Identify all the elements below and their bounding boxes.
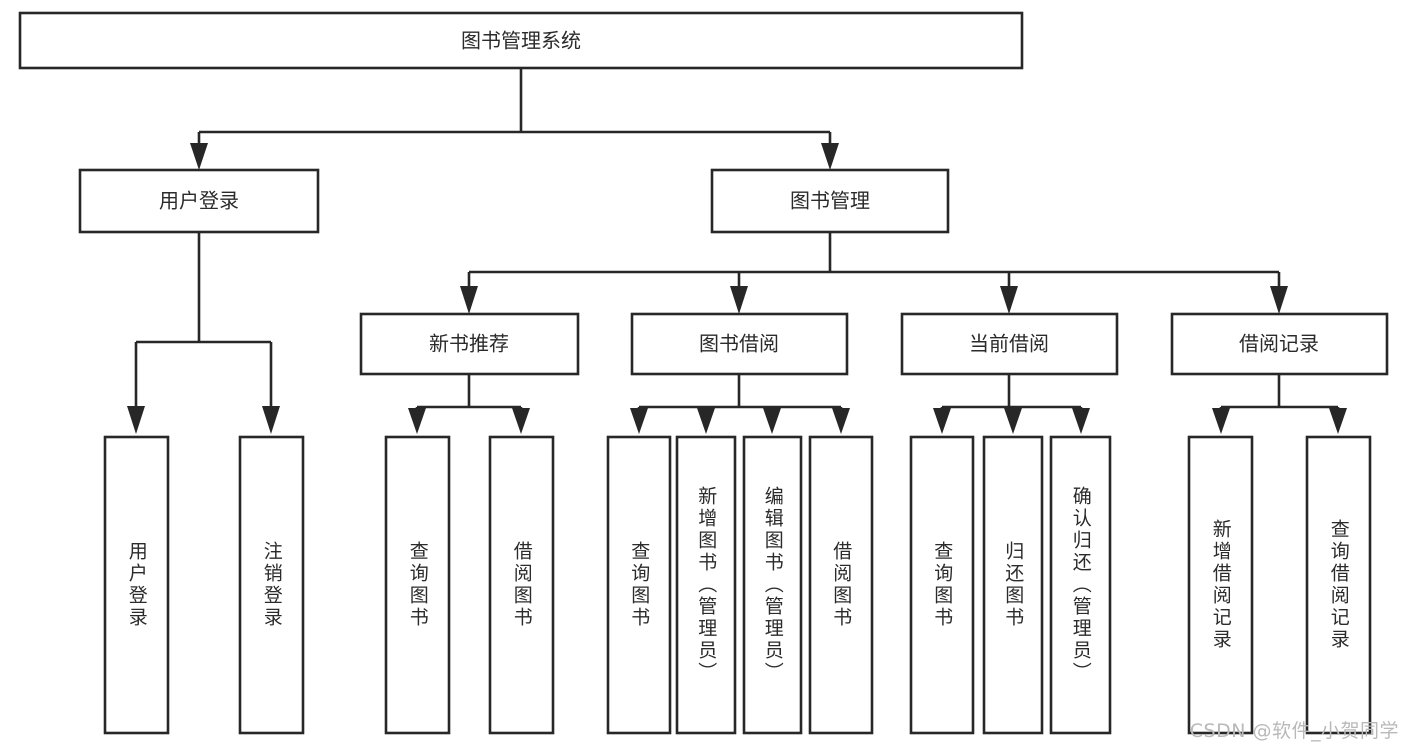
arrow-borrow-to-leaf-3: [832, 408, 850, 434]
node-book-mgmt-box[interactable]: [710, 168, 950, 234]
arrow-newbook-to-leaf-1: [512, 408, 530, 434]
arrow-book-mgmt-to-newbook: [460, 286, 478, 314]
node-book-mgmt[interactable]: 图书管理: [710, 168, 950, 234]
node-new-book-recommend[interactable]: 新书推荐: [359, 312, 580, 376]
leaf-box-return-book[interactable]: [982, 435, 1044, 735]
node-book-borrow-label: 图书借阅: [699, 332, 779, 356]
arrow-book-mgmt-to-record: [1270, 286, 1288, 314]
arrow-book-mgmt-to-borrow: [730, 286, 748, 314]
arrow-current-to-leaf-2: [1072, 408, 1090, 434]
leaf-box-borrow-book-1[interactable]: [488, 435, 555, 735]
leaf-box-query-book-3[interactable]: [909, 435, 975, 735]
leaf-box-add-borrow-record[interactable]: [1187, 435, 1254, 735]
node-user-login-box[interactable]: [78, 168, 320, 234]
node-borrow-record-label: 借阅记录: [1239, 332, 1319, 356]
node-current-borrow-label: 当前借阅: [969, 332, 1049, 356]
leaf-box-logout[interactable]: [238, 435, 305, 735]
node-new-book-recommend-label: 新书推荐: [429, 332, 509, 356]
arrow-user-login-to-leaf-1: [262, 406, 280, 434]
leaf-boxes-layer: [103, 435, 1372, 735]
arrow-current-to-leaf-0: [933, 408, 951, 434]
node-current-borrow[interactable]: 当前借阅: [900, 312, 1119, 376]
node-user-login[interactable]: 用户登录: [78, 168, 320, 234]
node-current-borrow-box[interactable]: [900, 312, 1119, 376]
node-borrow-record-box[interactable]: [1170, 312, 1389, 376]
arrow-record-to-leaf-0: [1212, 408, 1230, 434]
node-root-label: 图书管理系统: [461, 29, 581, 53]
arrow-record-to-leaf-1: [1329, 408, 1347, 434]
arrow-current-to-leaf-1: [1004, 408, 1022, 434]
node-root[interactable]: 图书管理系统: [18, 11, 1024, 70]
leaf-box-user-login[interactable]: [103, 435, 170, 735]
node-book-mgmt-label: 图书管理: [790, 189, 870, 213]
leaf-box-edit-book[interactable]: [742, 435, 803, 735]
node-book-borrow-box[interactable]: [630, 312, 849, 376]
edges-layer: [127, 68, 1347, 434]
arrow-borrow-to-leaf-2: [763, 408, 781, 434]
arrow-newbook-to-leaf-0: [408, 408, 426, 434]
arrow-book-mgmt-to-current: [1000, 286, 1018, 314]
arrow-root-to-book-mgmt: [821, 143, 839, 170]
node-root-box[interactable]: [18, 11, 1024, 70]
node-borrow-record[interactable]: 借阅记录: [1170, 312, 1389, 376]
arrow-borrow-to-leaf-1: [697, 408, 715, 434]
arrow-user-login-to-leaf-0: [127, 406, 145, 434]
node-user-login-label: 用户登录: [159, 189, 239, 213]
leaf-box-query-borrow-record[interactable]: [1305, 435, 1372, 735]
leaf-box-confirm-return[interactable]: [1049, 435, 1112, 735]
nodes-layer: 图书管理系统 用户登录 图书管理 新书推荐 图书借阅: [18, 11, 1389, 735]
node-new-book-recommend-box[interactable]: [359, 312, 580, 376]
leaf-box-add-book[interactable]: [675, 435, 737, 735]
leaf-box-query-book-2[interactable]: [606, 435, 672, 735]
leaf-box-borrow-book-2[interactable]: [808, 435, 874, 735]
node-book-borrow[interactable]: 图书借阅: [630, 312, 849, 376]
leaf-box-query-book-1[interactable]: [384, 435, 451, 735]
arrow-root-to-user-login: [190, 143, 208, 170]
arrow-borrow-to-leaf-0: [630, 408, 648, 434]
csdn-watermark: CSDN @软件_小贺同学: [1189, 720, 1399, 742]
